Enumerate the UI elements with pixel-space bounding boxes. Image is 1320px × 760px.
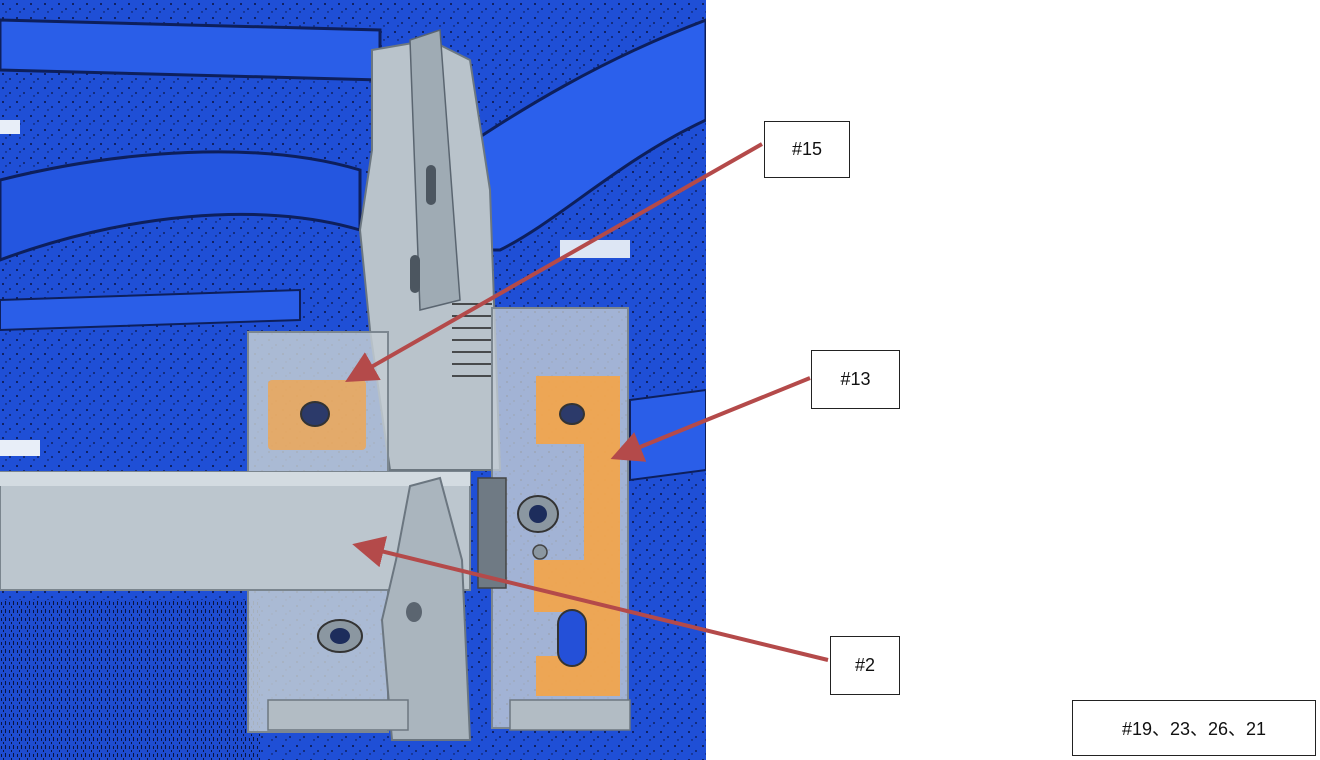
bolt-small	[532, 544, 548, 560]
scan-illustration	[0, 0, 706, 760]
bracket-slot-2	[410, 255, 420, 293]
beam-top-face	[0, 472, 470, 486]
callout-set-label: #19、23、26、21	[1121, 719, 1267, 739]
callout-13-label: #13	[840, 369, 871, 389]
white-gap-2	[560, 240, 630, 258]
mid-rail	[0, 288, 301, 332]
slot-13-bottom	[557, 609, 587, 667]
callout-2: #2	[830, 636, 900, 695]
scan-lower-left-texture	[0, 600, 260, 760]
callout-15: #15	[764, 121, 850, 178]
upper-beam	[0, 18, 382, 82]
white-gap-1	[0, 120, 20, 134]
callout-2-label: #2	[854, 655, 876, 675]
bolt-upper	[517, 495, 559, 533]
bracket-slot-1	[426, 165, 436, 205]
beam-end-hole	[406, 602, 422, 622]
foot-left	[267, 699, 409, 731]
bolt-lower	[317, 619, 363, 653]
hole-13-top	[559, 403, 585, 425]
lower-right-rail	[629, 388, 706, 482]
scan-image	[0, 0, 706, 760]
hole-15	[300, 401, 330, 427]
callout-13: #13	[811, 350, 900, 409]
white-gap-3	[0, 440, 40, 456]
foot-right	[509, 699, 631, 731]
callout-15-label: #15	[791, 139, 823, 159]
callout-set: #19、23、26、21	[1072, 700, 1316, 756]
beam-end-cap	[477, 477, 507, 589]
